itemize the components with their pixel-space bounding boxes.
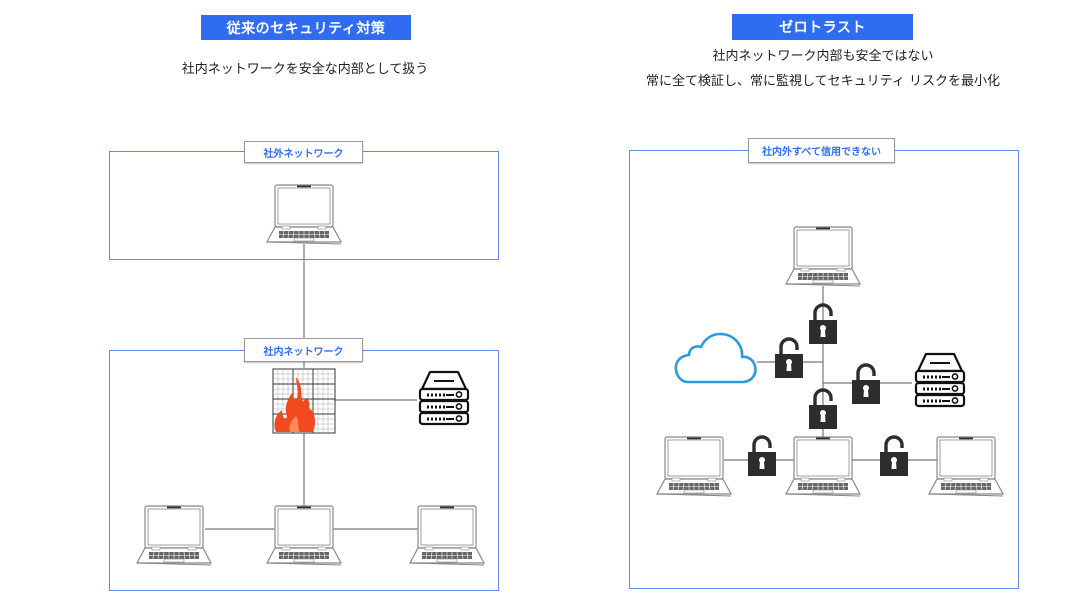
external-network-label: 社外ネットワーク (244, 141, 363, 163)
lock-icon (878, 435, 910, 478)
lock-icon (850, 363, 882, 406)
traditional-security-title: 従来のセキュリティ対策 (201, 15, 411, 40)
server-icon (914, 352, 966, 408)
laptop-icon (656, 436, 732, 497)
laptop-icon (136, 505, 212, 566)
laptop-icon (785, 436, 861, 497)
internal-network-label: 社内ネットワーク (244, 338, 363, 362)
laptop-icon (266, 505, 342, 566)
laptop-icon (409, 505, 485, 566)
lock-icon (746, 435, 778, 478)
traditional-security-subtitle: 社内ネットワークを安全な内部として扱う (181, 62, 429, 77)
untrusted-zone-label: 社内外すべて信用できない (748, 138, 895, 163)
server-icon (418, 370, 470, 426)
laptop-icon (928, 436, 1004, 497)
zero-trust-subtitle-line-2: 常に全て検証し、常に監視してセキュリティ リスクを最小化 (646, 74, 1000, 89)
zero-trust-title: ゼロトラスト (732, 14, 913, 40)
cloud-icon (674, 332, 757, 384)
lock-icon (773, 337, 805, 380)
laptop-icon (785, 226, 861, 287)
firewall-icon (272, 368, 336, 434)
zero-trust-subtitle-line-1: 社内ネットワーク内部も安全ではない (712, 49, 934, 64)
laptop-icon (266, 184, 342, 245)
